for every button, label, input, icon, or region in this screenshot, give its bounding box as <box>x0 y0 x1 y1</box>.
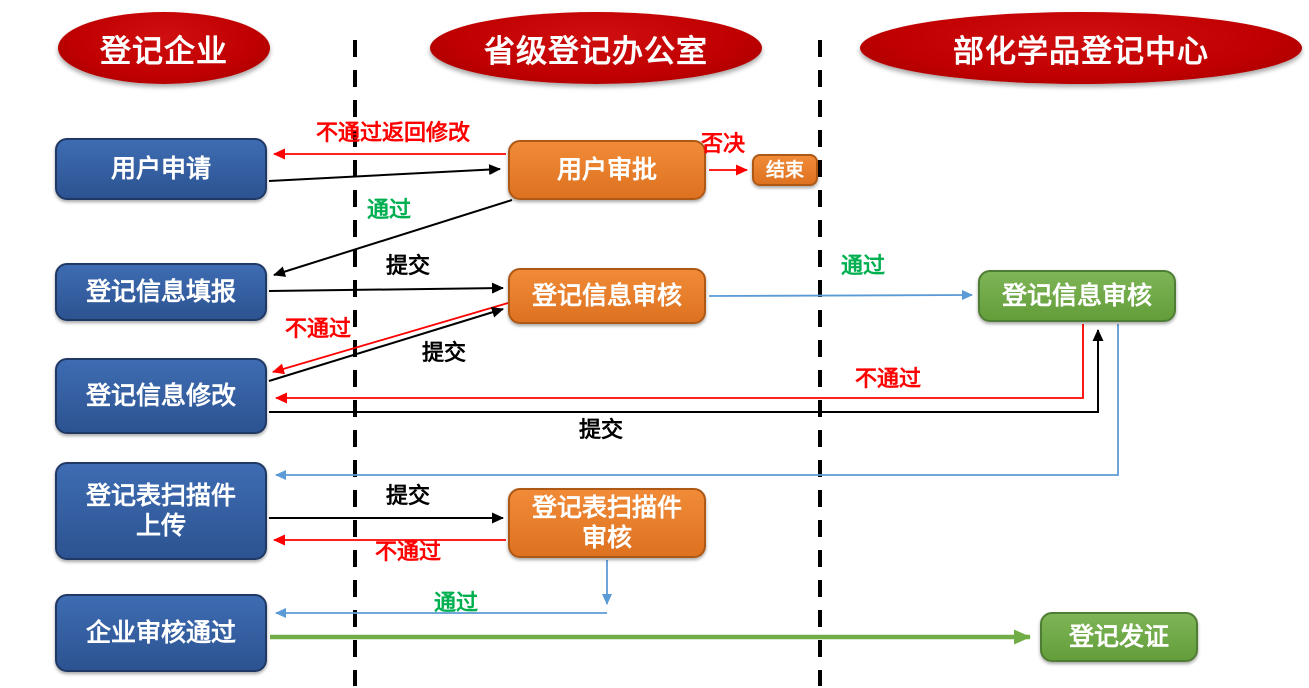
node-user-apply: 用户申请 <box>55 138 267 200</box>
lane-header-province-office: 省级登记办公室 <box>430 12 762 84</box>
edge-label-submit-scan: 提交 <box>385 484 431 509</box>
edge-label-fail-scan: 不通过 <box>374 540 442 565</box>
node-scan-upload-label: 登记表扫描件 上传 <box>85 481 236 540</box>
node-info-fill-label: 登记信息填报 <box>85 277 236 306</box>
node-issue-license-label: 登记发证 <box>1068 622 1169 651</box>
lane-header-enterprise: 登记企业 <box>58 12 270 84</box>
edge-label-resubmit-info: 提交 <box>421 341 467 366</box>
node-province-info-review-label: 登记信息审核 <box>531 281 682 310</box>
node-enterprise-approved-label: 企业审核通过 <box>85 618 236 647</box>
edge-pass-to-info-fill <box>273 199 513 277</box>
node-enterprise-approved: 企业审核通过 <box>55 594 267 672</box>
node-user-approval-label: 用户审批 <box>556 155 657 184</box>
node-scan-review: 登记表扫描件 审核 <box>508 488 706 558</box>
lane-header-enterprise-label: 登记企业 <box>100 33 228 70</box>
edge-resubmit-info <box>268 306 504 382</box>
node-info-fill: 登记信息填报 <box>55 263 267 321</box>
node-issue-license: 登记发证 <box>1040 612 1198 662</box>
edge-label-fail-info: 不通过 <box>284 317 352 342</box>
edge-ministry-pass-to-scan-upload <box>275 324 1119 480</box>
edge-submit-info <box>268 282 504 294</box>
edge-label-fail-ministry: 不通过 <box>854 367 922 392</box>
edge-label-submit-info: 提交 <box>385 254 431 279</box>
edge-ministry-fail-return <box>275 324 1084 404</box>
node-user-apply-label: 用户申请 <box>110 154 211 183</box>
node-province-info-review: 登记信息审核 <box>508 268 706 324</box>
lane-header-province-office-label: 省级登记办公室 <box>484 33 708 70</box>
node-ministry-info-review-label: 登记信息审核 <box>1001 281 1152 310</box>
edge-submit-to-ministry <box>269 329 1104 413</box>
edge-label-submit-ministry: 提交 <box>578 418 624 443</box>
edge-user-apply-to-user-approval <box>268 164 501 182</box>
edge-label-pass-user: 通过 <box>366 198 412 223</box>
edge-label-pass-province: 通过 <box>840 254 886 279</box>
edge-label-pass-scan: 通过 <box>433 591 479 616</box>
edge-fail-to-info-modify <box>272 302 509 375</box>
node-user-approval: 用户审批 <box>508 140 706 200</box>
edge-pass-to-ministry-review <box>708 290 973 301</box>
edge-label-return-revise: 不通过返回修改 <box>315 121 471 146</box>
node-end-label: 结束 <box>765 158 804 181</box>
node-scan-review-label: 登记表扫描件 审核 <box>531 493 682 552</box>
node-end: 结束 <box>752 154 818 186</box>
node-ministry-info-review: 登记信息审核 <box>978 270 1176 322</box>
node-info-modify: 登记信息修改 <box>55 358 267 434</box>
node-info-modify-label: 登记信息修改 <box>85 381 236 410</box>
lane-header-ministry-center: 部化学品登记中心 <box>860 12 1302 84</box>
lane-header-ministry-center-label: 部化学品登记中心 <box>953 33 1209 70</box>
node-scan-upload: 登记表扫描件 上传 <box>55 462 267 560</box>
edge-label-veto: 否决 <box>700 132 746 157</box>
